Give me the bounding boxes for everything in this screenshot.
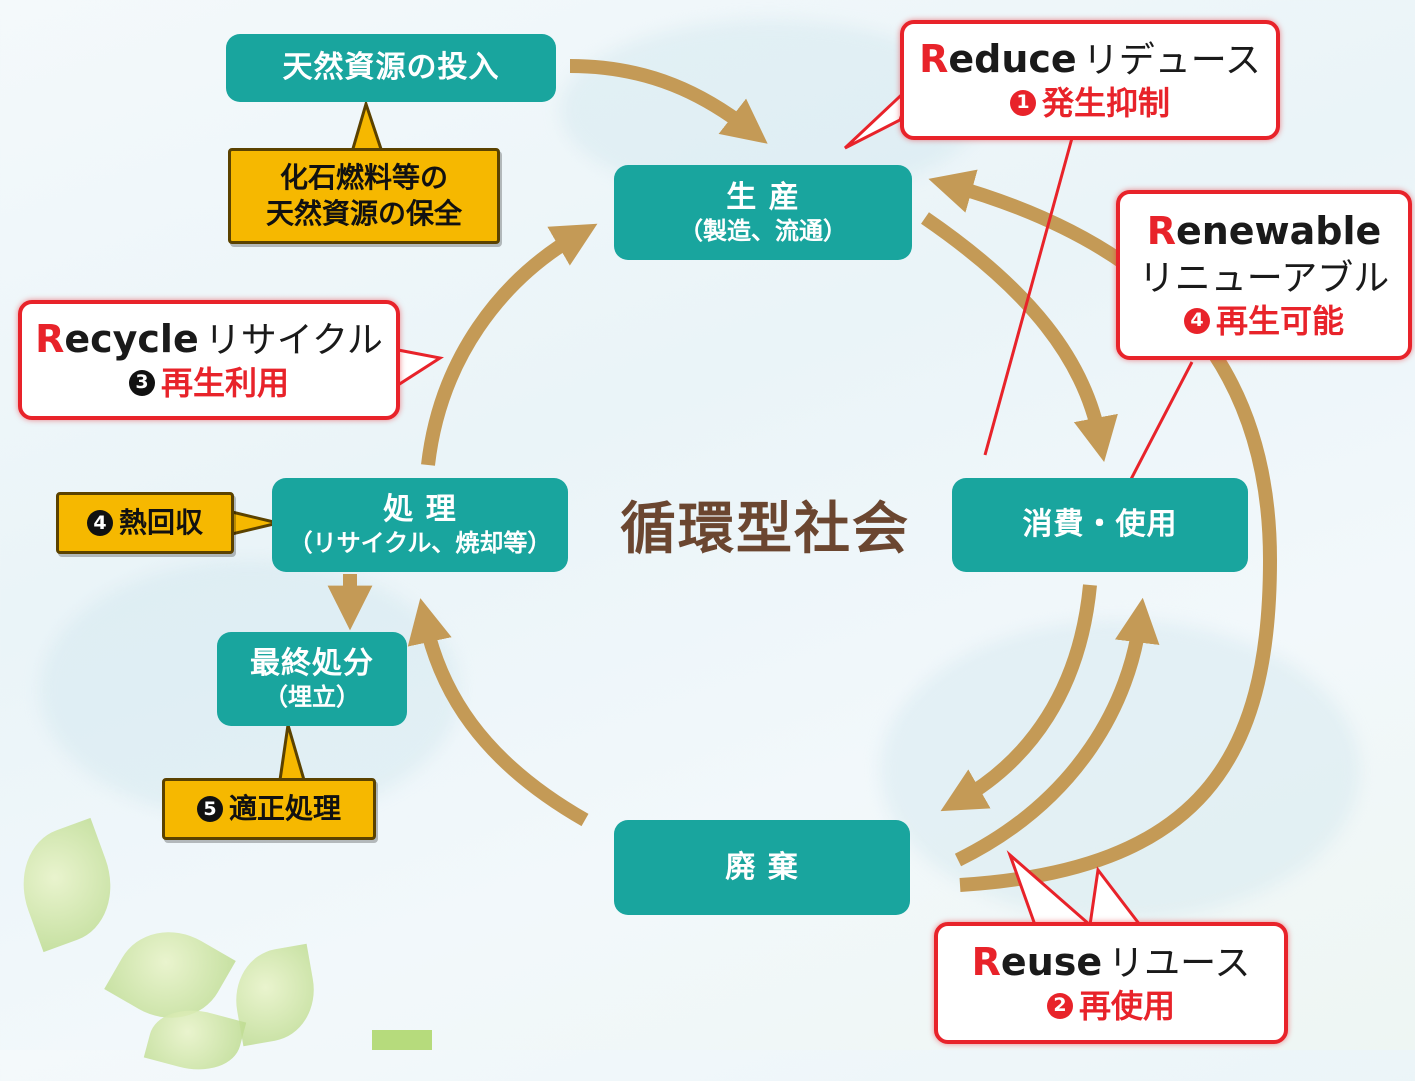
renewable-english: enewable: [1175, 209, 1382, 254]
production-label: 生 産: [726, 179, 800, 215]
final-disposal-label: 最終処分: [250, 646, 374, 681]
reuse-english: euse: [1000, 940, 1103, 985]
reduce-english: educe: [948, 37, 1077, 82]
recycle-japanese: リサイクル: [204, 320, 383, 362]
arrow-input-to-production: [569, 59, 768, 144]
disposal-node: 廃 棄: [614, 820, 910, 915]
production-sublabel: （製造、流通）: [679, 216, 847, 245]
cycle-arrows: [230, 59, 1278, 927]
final-disposal-sublabel: （埋立）: [264, 683, 360, 711]
recycle-initial: R: [35, 317, 65, 362]
proper-treatment-box: 5 適正処理: [162, 778, 376, 840]
heat-recovery-label: 熱回収: [118, 505, 203, 539]
arrow-treatment-to-production: [421, 223, 598, 466]
number-badge: 3: [128, 369, 155, 396]
green-square-decoration: [372, 1030, 432, 1050]
conservation-line2: 天然資源の保全: [265, 197, 462, 230]
renewable-japanese: リニューアブル: [1138, 258, 1390, 299]
reduce-line: [983, 137, 1074, 456]
treatment-label: 処 理: [383, 492, 457, 527]
proper-treatment-label: 適正処理: [228, 791, 341, 825]
recycle-pointer: [396, 348, 444, 388]
number-badge: 4: [86, 509, 113, 536]
arrow-consumption-to-disposal: [940, 584, 1097, 812]
arrow-disposal-to-consumption: [954, 597, 1160, 867]
resource-input-label: 天然資源の投入: [282, 50, 500, 85]
consumption-node: 消費・使用: [952, 478, 1248, 572]
recycle-english: ecycle: [64, 317, 199, 362]
final-disposal-node: 最終処分 （埋立）: [217, 632, 407, 726]
proper-pointer: [278, 724, 306, 782]
renewable-initial: R: [1146, 209, 1176, 254]
reuse-initial: R: [971, 940, 1001, 985]
conservation-box: 化石燃料等の 天然資源の保全: [228, 148, 500, 244]
resource-input-node: 天然資源の投入: [226, 34, 556, 102]
reuse-japanese: リユース: [1108, 943, 1251, 985]
heat-recovery-box: 4 熱回収: [56, 492, 234, 554]
reuse-pointer-2: [1088, 866, 1144, 927]
number-badge: 5: [196, 795, 223, 822]
conservation-line1: 化石燃料等の: [279, 160, 448, 194]
renewable-meaning: 再生可能: [1215, 301, 1344, 340]
treatment-sublabel: （リサイクル、焼却等）: [288, 529, 552, 557]
center-title: 循環型社会: [620, 497, 910, 562]
reduce-meaning: 発生抑制: [1041, 83, 1170, 122]
number-badge: 2: [1046, 992, 1073, 1019]
recycle-meaning: 再生利用: [160, 363, 289, 402]
reduce-japanese: リデュース: [1082, 40, 1261, 82]
conservation-pointer: [350, 98, 385, 154]
number-badge: 4: [1183, 307, 1210, 334]
production-node: 生 産 （製造、流通）: [614, 165, 912, 260]
arrow-disposal-to-treatment: [407, 598, 589, 827]
number-badge: 1: [1009, 89, 1036, 116]
treatment-node: 処 理 （リサイクル、焼却等）: [272, 478, 568, 572]
renewable-line: [1126, 361, 1194, 486]
arrow-production-to-consumption: [921, 212, 1118, 463]
renewable-callout: Renewable リニューアブル 4 再生可能: [1116, 190, 1412, 360]
disposal-label: 廃 棄: [725, 849, 799, 885]
reuse-meaning: 再使用: [1078, 986, 1175, 1025]
reduce-initial: R: [919, 37, 949, 82]
consumption-label: 消費・使用: [1022, 507, 1178, 542]
